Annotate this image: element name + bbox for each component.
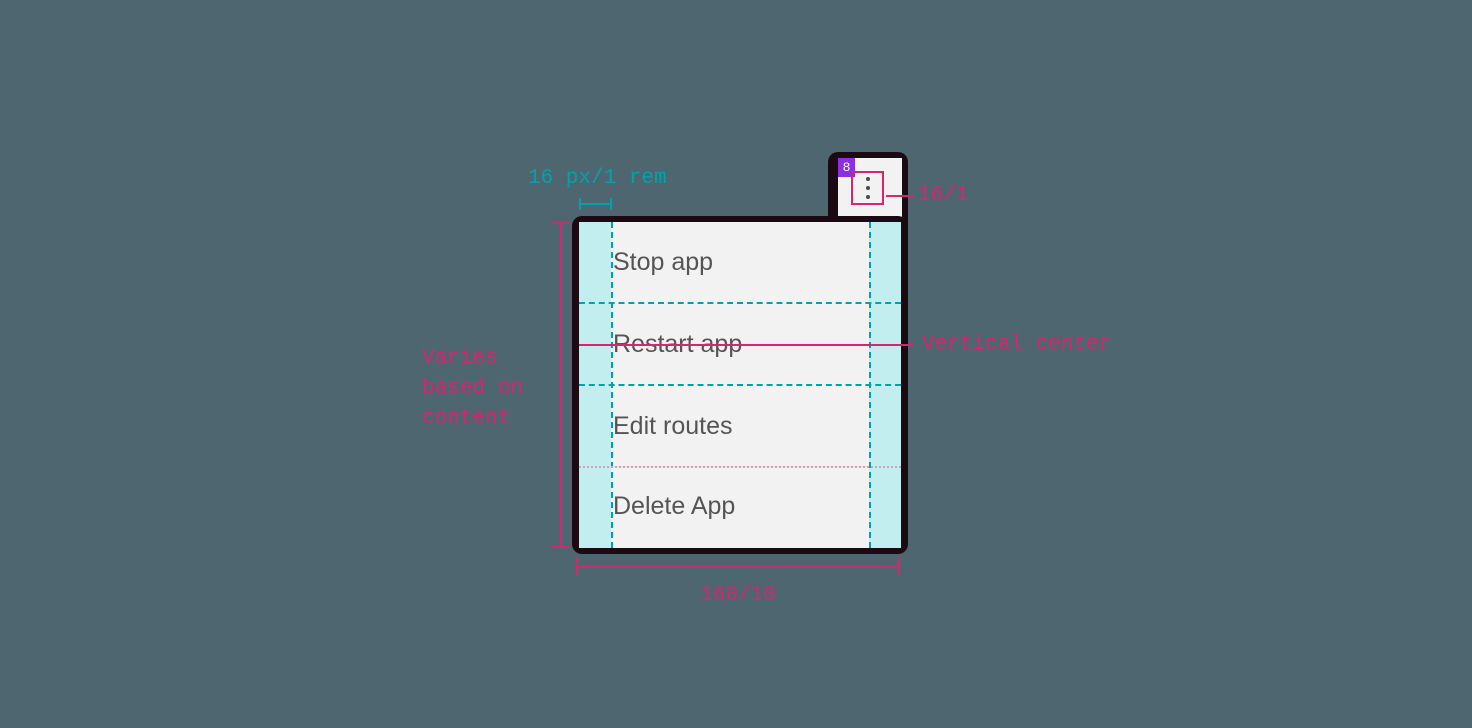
menu-item-stop-app[interactable]: Stop app xyxy=(613,247,714,276)
vertical-center-line xyxy=(579,344,913,346)
dot-top xyxy=(865,177,870,181)
dot-middle xyxy=(865,186,870,190)
width-dimension-cap-left xyxy=(576,558,578,576)
bracket-bar xyxy=(579,203,612,205)
dot-bottom xyxy=(865,195,870,199)
trigger-measure-box xyxy=(851,171,884,205)
vertical-center-label: Vertical center xyxy=(922,333,1112,356)
width-dimension-cap-right xyxy=(898,558,900,576)
guide-horizontal-1 xyxy=(579,302,901,304)
padding-annotation-label: 16 px/1 rem xyxy=(528,167,667,190)
overflow-menu-icon[interactable] xyxy=(851,171,884,205)
bracket-cap-right xyxy=(610,198,612,210)
width-dimension-line xyxy=(576,566,900,568)
height-dimension-cap-top xyxy=(552,222,570,224)
menu-item-restart-app[interactable]: Restart app xyxy=(613,329,743,358)
width-annotation-label: 160/10 xyxy=(700,584,776,607)
height-dimension-line xyxy=(560,222,562,548)
trigger-size-label: 16/1 xyxy=(918,184,969,207)
menu-item-edit-routes[interactable]: Edit routes xyxy=(613,411,733,440)
guide-horizontal-divider xyxy=(579,466,901,468)
guide-horizontal-2 xyxy=(579,384,901,386)
height-annotation-label: Varies based on content xyxy=(422,347,523,430)
trigger-leader-line xyxy=(886,195,914,197)
spec-badge-8: 8 xyxy=(838,158,855,177)
height-dimension-cap-bottom xyxy=(552,546,570,548)
padding-measure-bracket xyxy=(579,198,612,210)
menu-item-delete-app[interactable]: Delete App xyxy=(613,491,736,520)
